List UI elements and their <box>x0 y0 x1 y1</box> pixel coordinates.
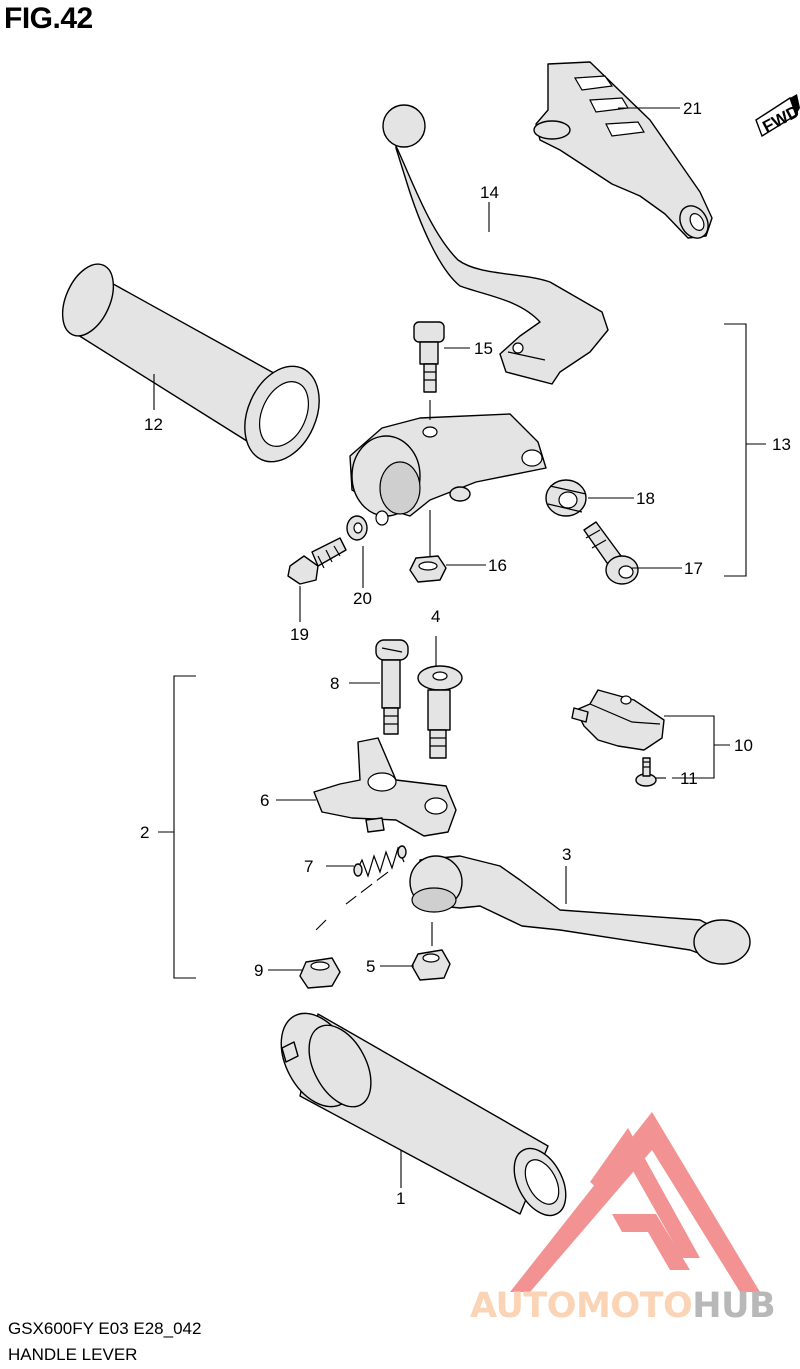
part-15-pivot-bolt <box>413 321 445 393</box>
callout-14: 14 <box>480 183 499 202</box>
callout-15: 15 <box>474 339 493 358</box>
callout-9: 9 <box>254 961 263 980</box>
callout-2: 2 <box>140 823 149 842</box>
part-3-brake-lever <box>409 855 751 965</box>
callout-labels: 1 2 3 4 5 6 7 8 9 10 11 12 13 14 15 16 1… <box>140 99 791 1208</box>
callout-11: 11 <box>680 769 698 788</box>
callout-13: 13 <box>772 435 791 454</box>
part-14-clutch-lever <box>382 104 609 385</box>
callout-7: 7 <box>304 857 313 876</box>
model-code: GSX600FY E03 E28_042 <box>8 1319 202 1338</box>
part-6-bracket <box>313 737 457 837</box>
part-16-nut <box>409 510 447 583</box>
figure-title: FIG.42 <box>4 2 93 35</box>
callout-18: 18 <box>636 489 655 508</box>
callout-8: 8 <box>330 674 339 693</box>
part-11-screw <box>635 757 657 787</box>
callout-12: 12 <box>144 415 163 434</box>
part-12-grip-left <box>61 263 320 463</box>
part-20-washer <box>346 515 368 541</box>
watermark-logo <box>510 1112 760 1292</box>
part-8-pivot-bolt <box>375 639 409 735</box>
part-1-grip-right <box>280 1012 567 1217</box>
section-title: HANDLE LEVER <box>8 1345 138 1364</box>
part-10-switch <box>571 689 665 751</box>
callout-5: 5 <box>366 957 375 976</box>
fwd-direction-marker: FWD <box>755 94 800 138</box>
callout-6: 6 <box>260 791 269 810</box>
part-13-lever-holder <box>349 400 547 526</box>
callout-19: 19 <box>290 625 309 644</box>
callout-leaders <box>153 107 766 1188</box>
callout-21: 21 <box>683 99 702 118</box>
part-18-adjuster-nut <box>545 479 587 517</box>
part-21-throttle-grip <box>533 61 713 239</box>
callout-20: 20 <box>353 589 372 608</box>
callout-1: 1 <box>396 1189 405 1208</box>
part-7-spring <box>315 845 407 931</box>
part-19-bolt <box>287 537 347 585</box>
part-9-nut <box>299 957 341 989</box>
callout-16: 16 <box>488 556 507 575</box>
watermark-text: AUTOMOTOHUB <box>470 1286 776 1326</box>
callout-17: 17 <box>684 559 703 578</box>
callout-10: 10 <box>734 736 753 755</box>
part-4-pivot-bolt <box>417 636 463 759</box>
part-17-adjuster-bolt <box>583 521 639 585</box>
part-5-nut <box>411 922 451 981</box>
callout-3: 3 <box>562 845 571 864</box>
callout-4: 4 <box>431 607 440 626</box>
